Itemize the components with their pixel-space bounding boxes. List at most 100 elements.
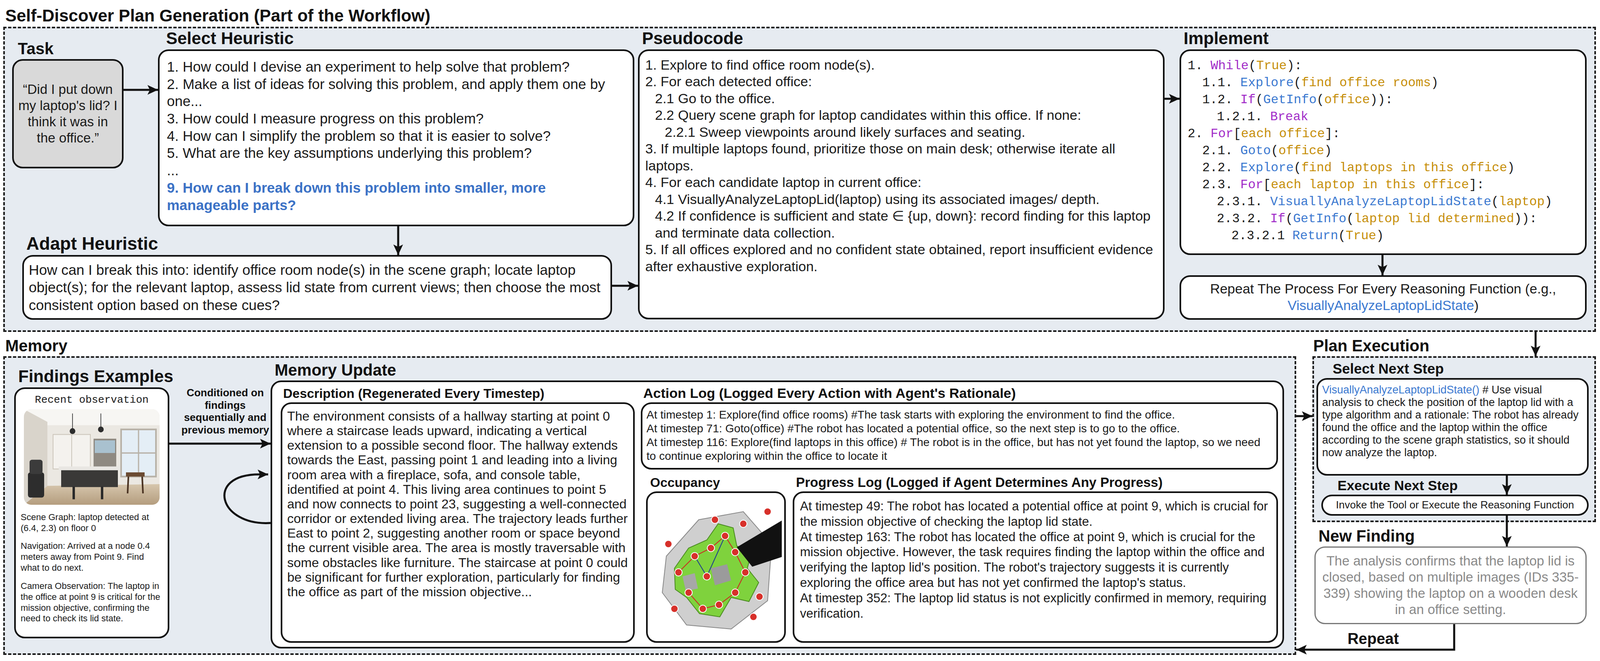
function-name: VisuallyAnalyzeLaptopLidState	[1287, 298, 1475, 314]
illustration-part	[741, 569, 749, 577]
illustration-part	[664, 540, 672, 549]
text-run: Repeat The Process For Every Reasoning F…	[1209, 281, 1556, 297]
node-text: Scene Graph: laptop detected at (6.4, 2.…	[20, 512, 163, 535]
code-line: 2.3.1. VisuallyAnalyzeLaptopLidState(lap…	[1187, 193, 1579, 211]
illustration-part	[125, 472, 145, 477]
node-text: 5. What are the key assumptions underlyi…	[166, 144, 626, 163]
rounded-box: Pseudocode1. Explore to find office room…	[637, 49, 1165, 320]
code-token: GetInfo	[1292, 211, 1347, 227]
code-token: 1.	[1187, 58, 1211, 73]
illustration-part	[674, 524, 759, 618]
illustration-part	[674, 569, 683, 577]
text-column: At timestep 1: Explore(find office rooms…	[646, 408, 1273, 464]
connector-arrow	[1296, 624, 1455, 651]
node-text: 5. If all offices explored and no confid…	[645, 241, 1158, 276]
code-token: (	[1270, 143, 1279, 158]
connector-arrow	[397, 226, 400, 256]
code-token: 1.1.	[1202, 75, 1241, 90]
code-token: ]	[1324, 126, 1333, 141]
code-token: :	[1385, 92, 1394, 107]
illustration-part	[703, 573, 711, 581]
code-token: )	[1514, 211, 1522, 227]
code-line: 2.2. Explore(find laptops in this office…	[1187, 159, 1579, 177]
illustration-part	[121, 452, 156, 455]
code-token: [	[1263, 177, 1272, 192]
node-heading: Select Heuristic	[166, 29, 294, 48]
code-token: :	[1332, 126, 1341, 141]
rounded-box: Execute Next StepInvoke the Tool or Exec…	[1321, 494, 1589, 517]
node-text: 9. How can I break down this problem int…	[166, 179, 626, 214]
node-text: 2.2.1 Sweep viewpoints around likely sur…	[645, 123, 1158, 141]
text-column: “Did I put down my laptop's lid? I think…	[17, 81, 118, 147]
node-heading: Progress Log (Logged if Agent Determines…	[795, 475, 1163, 491]
code-token: (	[1293, 160, 1302, 175]
code-token: 2.3.2.1	[1231, 228, 1293, 244]
illustration-part	[694, 536, 726, 577]
rounded-box: Adapt HeuristicHow can I break this into…	[22, 255, 613, 320]
node-heading: Select Next Step	[1332, 361, 1444, 378]
node-text: VisuallyAnalyzeLaptopLidState() # Use vi…	[1322, 384, 1583, 460]
illustration-part	[662, 512, 772, 630]
illustration-part	[731, 548, 739, 557]
code-token: )	[1507, 160, 1515, 175]
text-column: The environment consists of a hallway st…	[287, 409, 629, 600]
node-text: Navigation: Arrived at a node 0.4 meters…	[20, 541, 163, 574]
code-token: laptop lid determined	[1354, 211, 1515, 227]
illustration-part	[72, 486, 75, 500]
node-text: “Did I put down my laptop's lid? I think…	[17, 81, 118, 147]
illustration-part	[721, 532, 729, 540]
illustration-part	[23, 409, 160, 506]
node-text: 2.1 Go to the office.	[645, 90, 1158, 107]
node-heading: Occupancy	[650, 475, 721, 491]
illustration-part	[100, 413, 102, 428]
code-token: If	[1240, 92, 1256, 107]
illustration-part	[72, 413, 73, 430]
code-line: 2. For[each office]:	[1187, 125, 1579, 143]
rounded-box: Repeat The Process For Every Reasoning F…	[1179, 275, 1587, 320]
code-token: 1.2.	[1202, 92, 1241, 107]
text-run: )	[1474, 298, 1479, 314]
code-token: each laptop in this office	[1270, 177, 1469, 192]
illustration-part	[710, 564, 732, 586]
code-token: each office	[1241, 126, 1325, 141]
illustration-part	[715, 601, 723, 609]
node-heading: Execute Next Step	[1337, 478, 1458, 494]
text-column: How can I break this into: identify offi…	[28, 261, 606, 314]
illustration-part	[23, 409, 160, 506]
code-token: 2.3.2.	[1216, 211, 1271, 227]
code-line: 2.3.2. If(GetInfo(laptop lid determined)…	[1187, 210, 1579, 228]
node-text: At timestep 1: Explore(find office rooms…	[646, 408, 1273, 423]
illustration-part	[707, 544, 715, 553]
code-token: :	[1529, 211, 1538, 227]
connector-arrow	[1506, 516, 1509, 547]
node-text: 4. For each candidate laptop in current …	[645, 174, 1158, 191]
node-heading: Pseudocode	[642, 29, 744, 48]
code-token: GetInfo	[1263, 92, 1317, 107]
node-text: How can I break this into: identify offi…	[28, 261, 606, 314]
code-line: 1.1. Explore(find office rooms)	[1187, 74, 1579, 92]
code-token: [	[1233, 126, 1242, 141]
code-token: :	[1476, 177, 1485, 192]
illustration-part	[58, 466, 121, 471]
code-token: office	[1324, 92, 1370, 107]
rounded-box: Action Log (Logged Every Action with Age…	[640, 402, 1278, 470]
illustration-part	[736, 520, 782, 568]
node-text: 1. How could I devise an experiment to h…	[166, 58, 626, 76]
rounded-box: Select Next StepVisuallyAnalyzeLaptopLid…	[1316, 378, 1589, 476]
code-token: Return	[1292, 228, 1339, 244]
code-token: (	[1346, 211, 1355, 227]
node-text: At timestep 116: Explore(find laptops in…	[646, 435, 1273, 464]
connector-arrow	[612, 285, 638, 288]
node-text: 2.2 Query scene graph for laptop candida…	[645, 106, 1158, 124]
rounded-box: Implement1. While(True):1.1. Explore(fin…	[1179, 49, 1587, 256]
node-heading: Implement	[1183, 29, 1269, 48]
code-token: (	[1293, 75, 1302, 90]
illustration-part	[93, 439, 117, 470]
illustration-part	[27, 472, 45, 498]
code-token: 2.2.	[1202, 160, 1241, 175]
edge-label: Conditioned on findings sequentially and…	[180, 386, 271, 437]
text-column: Invoke the Tool or Execute the Reasoning…	[1325, 499, 1585, 512]
code-token: If	[1270, 211, 1286, 227]
code-token: )	[1376, 228, 1385, 244]
illustration-part	[678, 536, 746, 610]
